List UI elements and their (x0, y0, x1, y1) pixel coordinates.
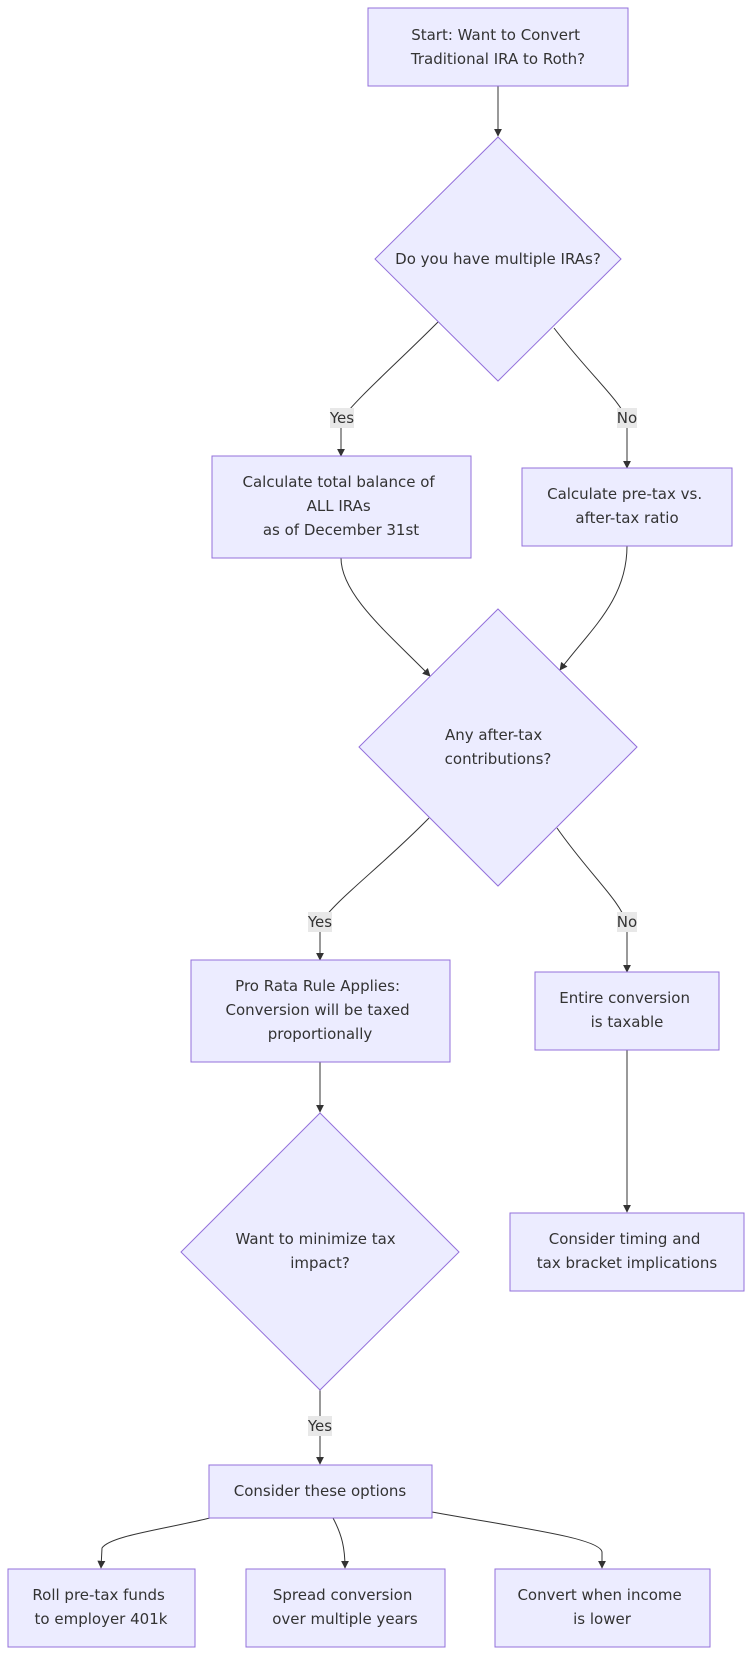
edge-options-to-spread (332, 1517, 349, 1569)
edge-labels: Yes No Yes No Yes (307, 408, 637, 1436)
edge-multiple-to-calc-ratio (553, 327, 631, 469)
node-convert-low-income-line-1: Convert when income (517, 1586, 681, 1604)
edges (97, 86, 631, 1569)
edge-label-aftertax-yes: Yes (307, 912, 332, 932)
node-entire-taxable-line-2: is taxable (591, 1013, 664, 1031)
edge-after-tax-to-pro-rata (316, 817, 430, 961)
svg-text:Consider timing and ta: Consider timing and tax bracket implicat… (537, 1230, 718, 1272)
svg-text:Calculate pre-tax vs.: Calculate pre-tax vs. after-tax ratio (547, 485, 707, 527)
svg-text:Yes: Yes (307, 1417, 332, 1435)
node-timing-line-1: Consider timing and (549, 1230, 701, 1248)
node-calc-ratio-line-1: Calculate pre-tax vs. (547, 485, 702, 503)
decision-after-tax-line-2: contributions? (445, 750, 552, 768)
node-calc-total: Calculate total balance of ALL IRAs as o… (211, 455, 472, 559)
svg-text:Consider these options: Consider these options (234, 1482, 407, 1500)
node-spread-conversion-line-1: Spread conversion (273, 1586, 412, 1604)
edge-label-minimize-yes: Yes (307, 1416, 332, 1436)
node-start-line-2: Traditional IRA to Roth? (410, 50, 585, 68)
edge-calc-total-to-after-tax (340, 557, 431, 677)
node-calc-total-line-2: ALL IRAs (307, 497, 371, 515)
nodes: Start: Want to Convert Traditional IRA t… (7, 7, 745, 1648)
node-spread-conversion: Spread conversion over multiple years (245, 1568, 446, 1648)
node-entire-taxable-line-1: Entire conversion (559, 989, 690, 1007)
node-convert-low-income-line-2: is lower (573, 1610, 632, 1628)
decision-after-tax: Any after-tax contributions? (358, 608, 638, 887)
decision-multiple-iras-line-1: Do you have multiple IRAs? (395, 250, 601, 268)
decision-minimize-line-1: Want to minimize tax (236, 1230, 396, 1248)
decision-after-tax-line-1: Any after-tax (445, 726, 542, 744)
edge-after-tax-to-entire (556, 827, 631, 973)
node-calc-total-line-3: as of December 31st (263, 521, 419, 539)
node-roll-401k-line-1: Roll pre-tax funds (32, 1586, 165, 1604)
node-roll-401k: Roll pre-tax funds to employer 401k (7, 1568, 196, 1648)
svg-text:Spread conversion over: Spread conversion over multiple years (272, 1586, 418, 1628)
svg-text:Any after-tax contribu: Any after-tax contributions? (445, 726, 552, 768)
node-roll-401k-line-2: to employer 401k (35, 1610, 168, 1628)
node-pro-rata-line-1: Pro Rata Rule Applies: (235, 977, 400, 995)
node-options-line-1: Consider these options (234, 1482, 407, 1500)
svg-text:Roll pre-tax funds to: Roll pre-tax funds to employer 401k (32, 1586, 169, 1628)
edge-multiple-to-calc-total (337, 321, 439, 457)
svg-text:Calculate total balance of: Calculate total balance of ALL IRAs as o… (243, 473, 440, 539)
edge-options-to-convert (431, 1511, 606, 1569)
edge-label-multiple-no: No (617, 408, 637, 428)
svg-text:Yes: Yes (307, 913, 332, 931)
svg-text:Start: Want to Convert: Start: Want to Convert Traditional IRA t… (410, 26, 585, 68)
svg-text:Pro Rata Rule Applies:: Pro Rata Rule Applies: Conversion will b… (226, 977, 415, 1043)
node-pro-rata-line-3: proportionally (268, 1025, 373, 1043)
svg-text:Yes: Yes (329, 409, 354, 427)
node-spread-conversion-line-2: over multiple years (272, 1610, 418, 1628)
svg-text:Entire conversion is t: Entire conversion is taxable (559, 989, 695, 1031)
node-pro-rata: Pro Rata Rule Applies: Conversion will b… (190, 959, 451, 1063)
node-pro-rata-line-2: Conversion will be taxed (226, 1001, 410, 1019)
node-calc-ratio-line-2: after-tax ratio (575, 509, 678, 527)
node-entire-taxable: Entire conversion is taxable (534, 971, 720, 1051)
node-options: Consider these options (208, 1464, 433, 1519)
node-calc-total-line-1: Calculate total balance of (243, 473, 436, 491)
decision-minimize-line-2: impact? (290, 1254, 350, 1272)
edge-options-to-roll (97, 1517, 211, 1569)
svg-text:No: No (617, 913, 637, 931)
node-start: Start: Want to Convert Traditional IRA t… (367, 7, 629, 87)
node-start-line-1: Start: Want to Convert (411, 26, 580, 44)
svg-text:Convert when income is: Convert when income is lower (517, 1586, 686, 1628)
node-timing-line-2: tax bracket implications (537, 1254, 718, 1272)
node-convert-low-income: Convert when income is lower (494, 1568, 711, 1648)
edge-calc-ratio-to-after-tax (559, 545, 628, 671)
decision-multiple-iras: Do you have multiple IRAs? (374, 136, 622, 382)
edge-label-multiple-yes: Yes (329, 408, 354, 428)
decision-minimize: Want to minimize tax impact? (180, 1112, 460, 1391)
svg-text:No: No (617, 409, 637, 427)
svg-text:Want to minimize tax i: Want to minimize tax impact? (236, 1230, 401, 1272)
edge-label-aftertax-no: No (617, 912, 637, 932)
svg-text:Do you have multiple IRAs?: Do you have multiple IRAs? (395, 250, 601, 268)
node-timing: Consider timing and tax bracket implicat… (509, 1212, 745, 1292)
node-calc-ratio: Calculate pre-tax vs. after-tax ratio (521, 467, 733, 547)
